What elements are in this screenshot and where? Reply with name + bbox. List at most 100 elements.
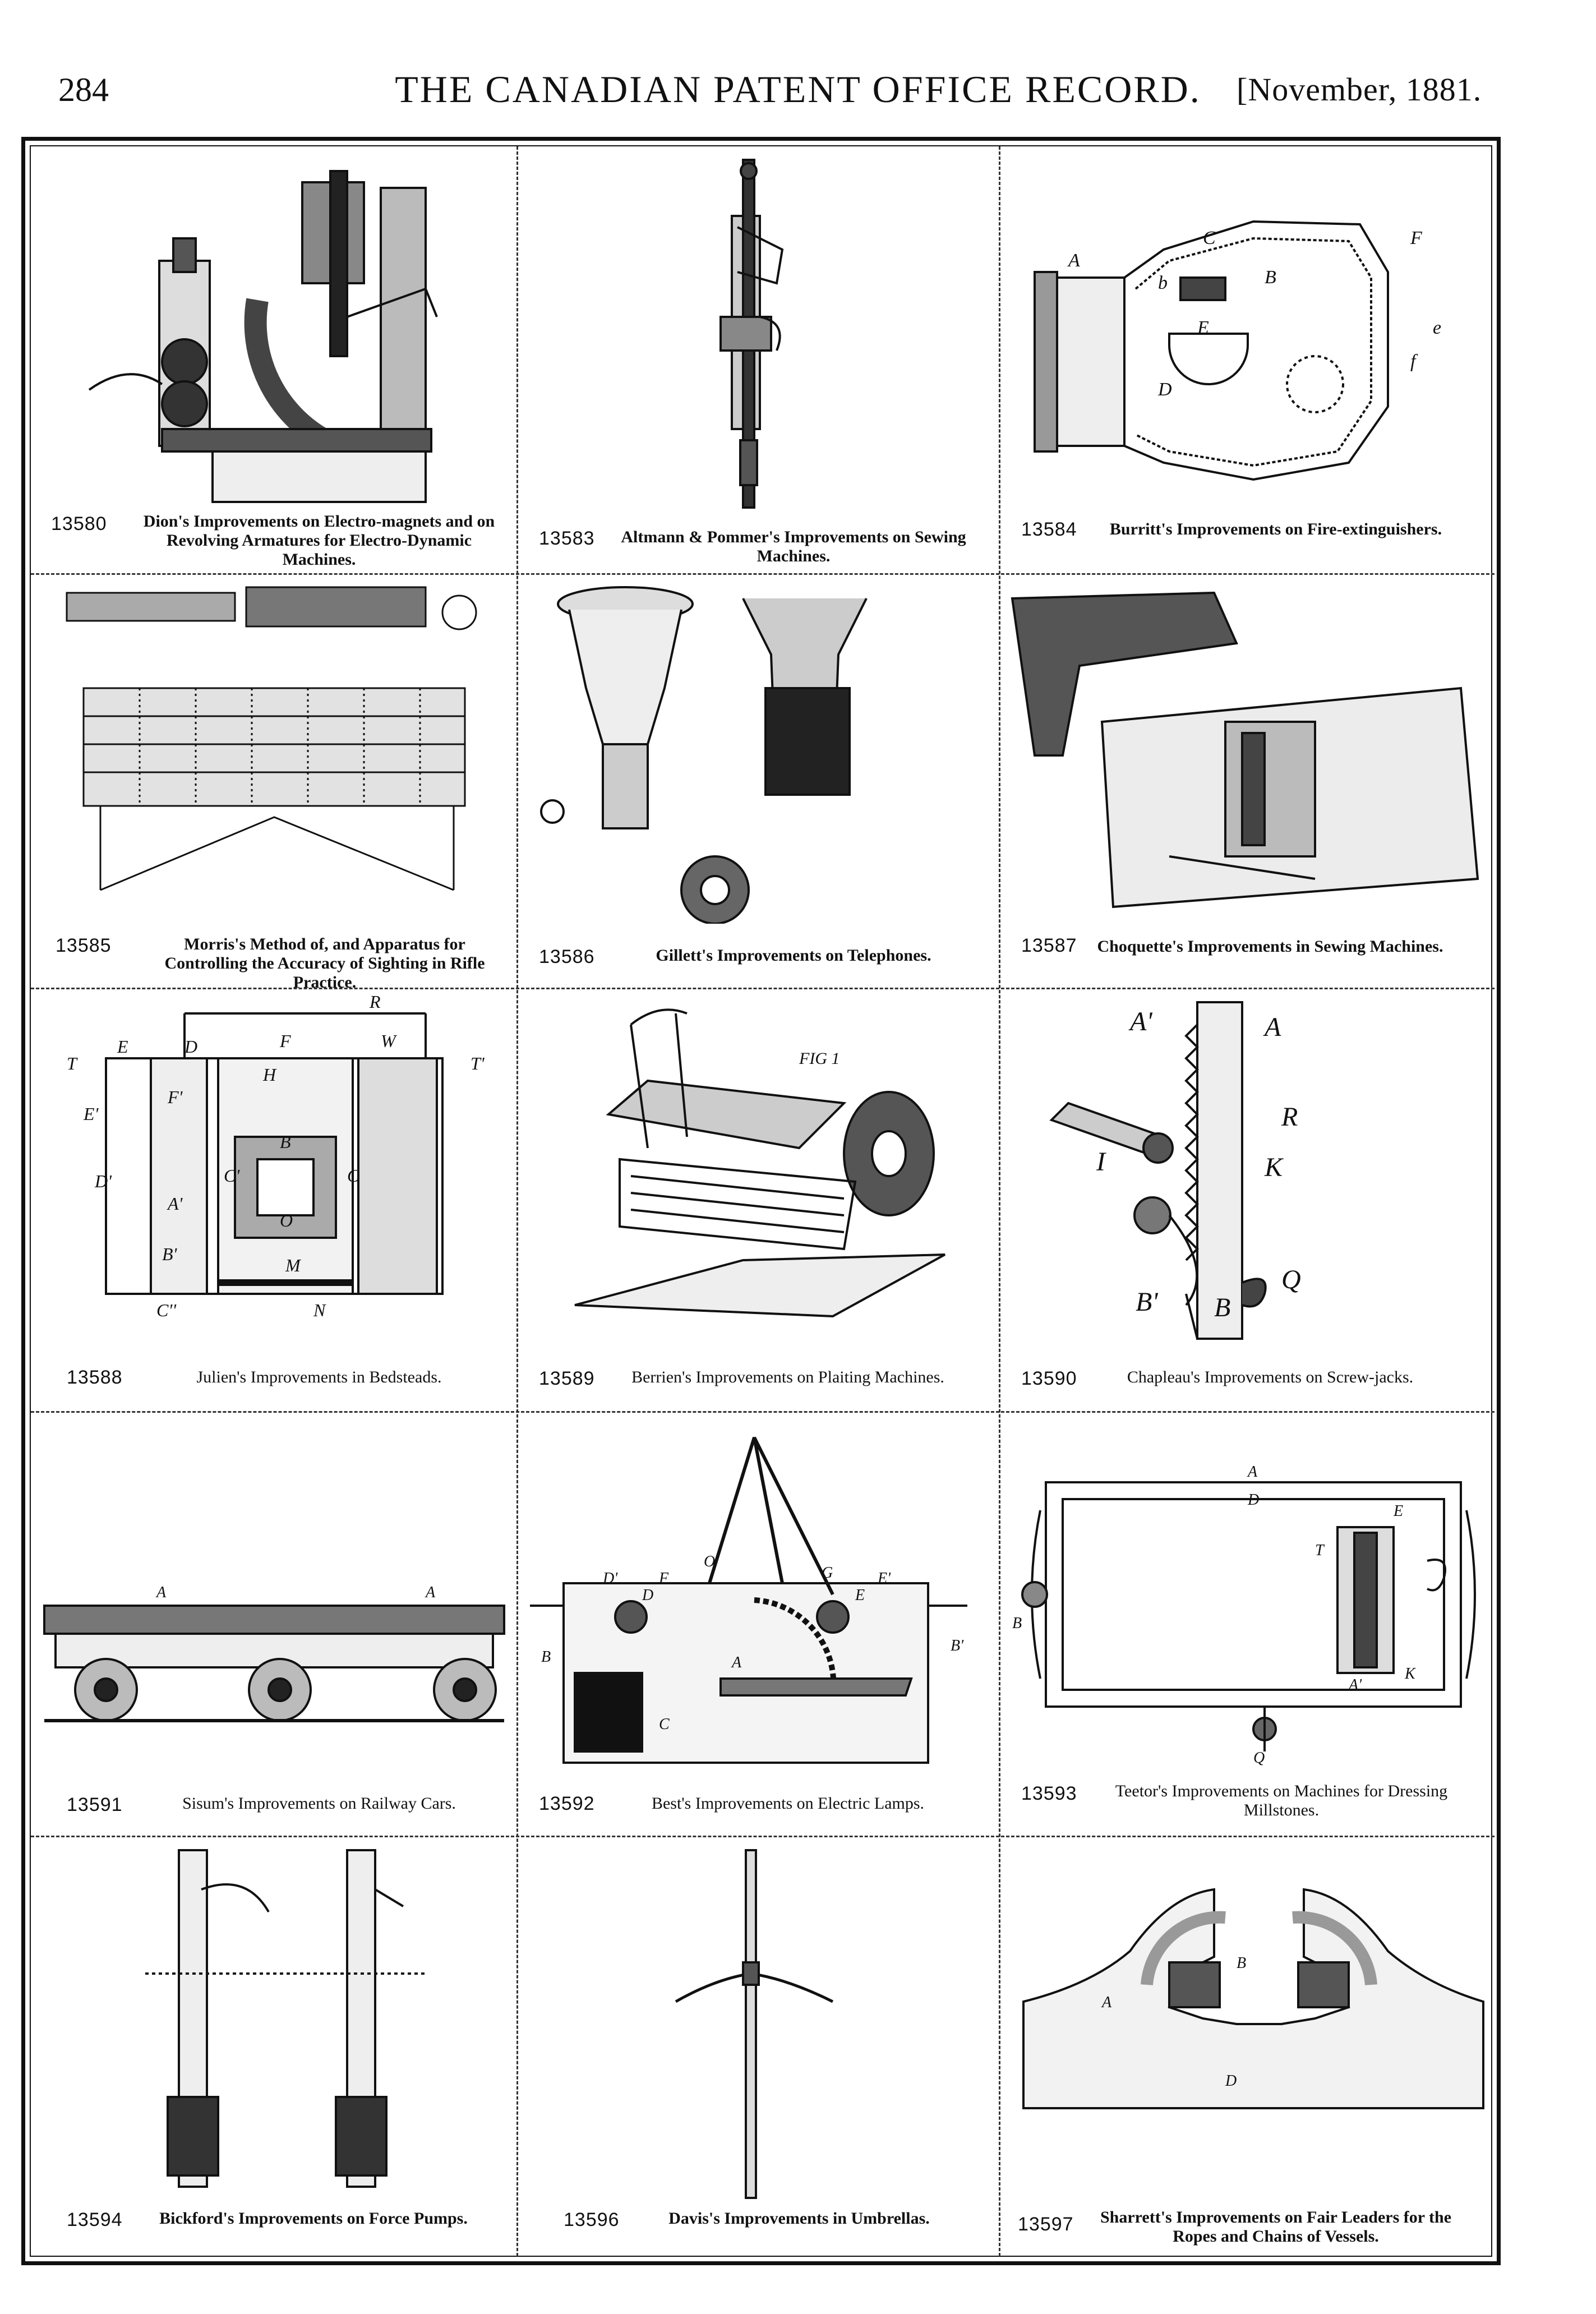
svg-text:D: D [642,1587,653,1604]
figure-labels: A A [155,1584,436,1601]
patent-number: 13586 [539,946,595,967]
svg-text:R: R [1281,1102,1298,1132]
railway-car-drawing: A A [43,1584,505,1722]
patent-cell-13584: A B C E F e f D b 13584 Burritt's Improv… [1001,149,1494,570]
svg-text:B: B [1214,1293,1230,1322]
svg-text:I: I [1096,1147,1106,1177]
patent-cell-13593: A D E T K A' Q B 13593 Teetor's Improvem… [1001,1415,1494,1833]
electric-lamp-drawing: A B C D E F G O D' E' B' [530,1436,967,1764]
patent-cell-13590: A' A R K I Q B' B 13590 Chapleau's Impro… [1001,991,1494,1409]
plaiting-machine-drawing: FIG 1 [574,1008,945,1318]
telephone-drawing [540,586,868,924]
patent-number: 13589 [539,1368,595,1389]
patent-caption: Gillett's Improvements on Telephones. [656,946,931,965]
patent-cell-13597: A B D 13597 Sharrett's Improvements on F… [1001,1839,1494,2254]
patent-caption: Dion's Improvements on Electro-magnets a… [143,512,495,569]
svg-text:C: C [1203,228,1216,248]
svg-text:B': B' [1136,1287,1158,1317]
svg-text:D: D [1225,2072,1237,2090]
svg-text:O: O [280,1210,293,1230]
row-divider [31,988,1494,989]
millstone-dressing-drawing: A D E T K A' Q B [1012,1463,1476,1767]
row-divider [31,1836,1494,1837]
svg-text:A: A [731,1654,742,1671]
svg-text:K: K [1404,1665,1416,1683]
patent-number: 13587 [1021,935,1077,956]
page-number: 284 [58,71,109,108]
bedstead-drawing: R E D F H T T' E' F' D' A' B' B C' C O M… [67,992,485,1320]
figure-labels: A' A R K I Q B' B [1096,1007,1301,1322]
patent-number: 13593 [1021,1783,1077,1804]
patent-cell-13580: 13580 Dion's Improvements on Electro-mag… [33,149,514,570]
figure-labels: A B D [1101,1955,1246,2090]
patent-number: 13592 [539,1793,595,1814]
patent-number: 13588 [67,1367,123,1388]
umbrella-drawing [675,1849,834,2199]
svg-text:A: A [1067,250,1080,271]
patent-caption: Morris's Method of, and Apparatus for Co… [164,935,485,992]
row-divider [31,1411,1494,1413]
patent-caption: Davis's Improvements in Umbrellas. [668,2209,930,2228]
patent-cell-13594: 13594 Bickford's Improvements on Force P… [33,1839,514,2254]
svg-text:C: C [659,1716,670,1733]
patent-caption: Teetor's Improvements on Machines for Dr… [1115,1782,1448,1819]
svg-text:C: C [347,1165,359,1186]
fair-leader-drawing: A B D [1022,1888,1484,2109]
svg-text:B: B [1237,1955,1246,1972]
svg-text:D: D [184,1036,197,1057]
svg-text:C'': C'' [156,1300,177,1320]
svg-text:A': A' [167,1193,183,1214]
svg-text:B: B [1012,1615,1022,1632]
patent-cell-13591: A A 13591 Sisum's Improvements on Railwa… [33,1415,514,1833]
patent-caption: Altmann & Pommer's Improvements on Sewin… [621,528,966,565]
svg-text:D': D' [602,1570,618,1587]
patent-number: 13597 [1018,2214,1074,2235]
svg-text:D: D [1247,1491,1259,1509]
patent-caption: Chapleau's Improvements on Screw-jacks. [1127,1368,1414,1386]
svg-text:A: A [155,1584,167,1601]
svg-text:T: T [67,1053,78,1073]
svg-text:E': E' [83,1104,99,1124]
patent-caption: Sisum's Improvements on Railway Cars. [182,1794,456,1813]
figure-labels: A B C D E F G O D' E' B' [541,1553,964,1733]
svg-text:F: F [658,1570,669,1587]
column-divider [999,146,1000,2256]
svg-text:F: F [279,1031,291,1051]
svg-text:O: O [704,1553,715,1570]
svg-text:T': T' [471,1053,485,1073]
patent-cell-13587: 13587 Choquette's Improvements in Sewing… [1001,576,1494,985]
svg-text:Q: Q [1253,1749,1265,1767]
patent-cell-13588: R E D F H T T' E' F' D' A' B' B C' C O M… [33,991,514,1409]
row-divider [31,573,1494,575]
svg-text:A: A [1263,1012,1281,1042]
fire-extinguisher-drawing: A B C E F e f D b [1034,220,1441,481]
patent-number: 13580 [51,513,107,534]
svg-text:C': C' [224,1165,240,1186]
patent-cell-13592: A B C D E F G O D' E' B' 13592 Best's Im… [519,1415,997,1833]
svg-text:G: G [822,1564,833,1582]
svg-text:A': A' [1128,1007,1152,1036]
patent-cell-13586: 13586 Gillett's Improvements on Telephon… [519,576,997,985]
svg-text:b: b [1158,273,1168,293]
svg-text:W: W [381,1031,398,1051]
force-pump-drawing [145,1849,426,2188]
patent-number: 13591 [67,1794,123,1815]
patent-caption: Choquette's Improvements in Sewing Machi… [1097,937,1443,956]
figure-labels: A D E T K A' Q B [1012,1463,1416,1767]
patent-number: 13583 [539,528,595,549]
svg-text:A': A' [1348,1676,1362,1694]
sewing-machine-drawing [719,159,784,509]
svg-text:N: N [313,1300,326,1320]
inner-rule [30,145,1492,2257]
svg-text:E: E [1197,317,1209,338]
figure-labels: R E D F H T T' E' F' D' A' B' B C' C O M… [67,992,485,1320]
rifle-sighting-drawing [66,586,477,891]
patent-cell-13583: 13583 Altmann & Pommer's Improvements on… [519,149,997,570]
svg-text:B': B' [951,1637,964,1654]
patent-number: 13590 [1021,1368,1077,1389]
patent-cell-13596: 13596 Davis's Improvements in Umbrellas. [519,1839,997,2254]
svg-text:M: M [285,1255,302,1275]
patent-caption: Best's Improvements on Electric Lamps. [651,1794,925,1813]
svg-text:E: E [117,1036,128,1057]
svg-text:E: E [855,1587,865,1604]
